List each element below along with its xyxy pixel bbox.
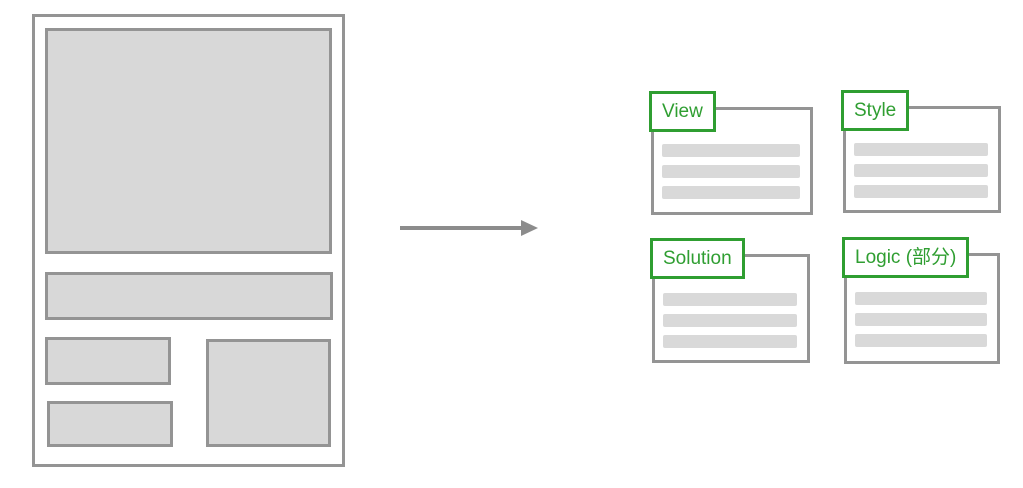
card-solution-label: Solution (650, 238, 745, 279)
placeholder-line (854, 185, 988, 198)
card-solution-placeholder-lines (663, 293, 797, 356)
card-logic-label: Logic (部分) (842, 237, 970, 278)
placeholder-line (855, 292, 987, 305)
placeholder-line (855, 313, 987, 326)
wireframe-hero-block (45, 28, 332, 254)
placeholder-line (662, 144, 800, 157)
placeholder-line (663, 314, 797, 327)
placeholder-line (854, 143, 988, 156)
card-view-placeholder-lines (662, 144, 800, 207)
right-arrow (400, 220, 538, 236)
placeholder-line (854, 164, 988, 177)
wireframe-small-block-left-top (45, 337, 171, 385)
placeholder-line (662, 186, 800, 199)
card-style-placeholder-lines (854, 143, 988, 206)
card-view: View (649, 91, 813, 215)
placeholder-line (662, 165, 800, 178)
wireframe-banner-block (45, 272, 333, 320)
card-style: Style (841, 90, 1001, 213)
arrow-head-icon (521, 220, 538, 236)
card-logic: Logic (部分) (842, 237, 1000, 364)
card-solution: Solution (650, 238, 810, 363)
placeholder-line (663, 293, 797, 306)
card-logic-placeholder-lines (855, 292, 987, 355)
wireframe-square-block-right (206, 339, 331, 447)
wireframe-small-block-left-bottom (47, 401, 173, 447)
card-style-label: Style (841, 90, 910, 131)
page-wireframe (32, 14, 345, 467)
card-view-label: View (649, 91, 716, 132)
arrow-shaft (400, 226, 523, 230)
placeholder-line (663, 335, 797, 348)
placeholder-line (855, 334, 987, 347)
